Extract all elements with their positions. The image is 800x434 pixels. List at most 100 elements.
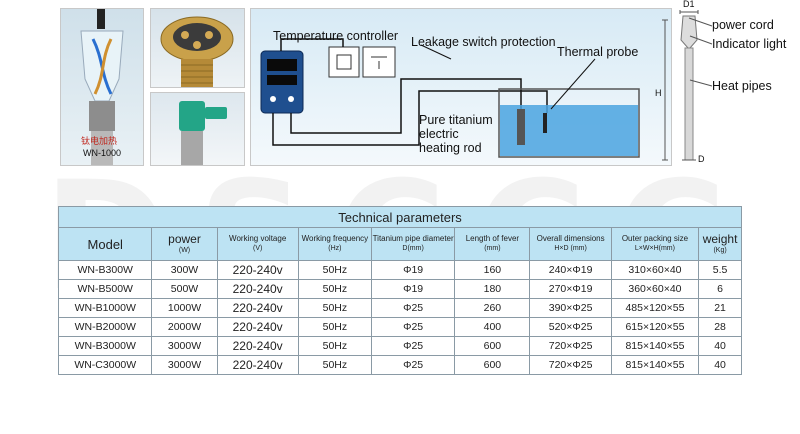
- table-cell: 485×120×55: [610, 298, 700, 318]
- table-cell: 220-240v: [216, 355, 299, 375]
- label-leakage-switch: Leakage switch protection: [411, 35, 556, 49]
- green-cap-illustration: [179, 101, 227, 165]
- table-cell: 220-240v: [216, 298, 299, 318]
- table-cell: 615×120×55: [610, 317, 700, 337]
- table-cell: 520×Φ25: [529, 317, 612, 337]
- column-header: Working frequency (Hz): [297, 227, 372, 261]
- table-cell: WN-B500W: [57, 279, 153, 299]
- column-header-label: Working voltage: [229, 234, 287, 243]
- brass-head-illustration: [160, 16, 234, 87]
- dimension-drawing: D1 H D power cord Indicator light Heat p…: [650, 0, 800, 170]
- table-cell: Φ19: [370, 279, 456, 299]
- table-cell: 720×Φ25: [529, 336, 612, 356]
- table-cell: 220-240v: [216, 279, 299, 299]
- table-cell: 220-240v: [216, 260, 299, 280]
- table-cell: 50Hz: [297, 336, 372, 356]
- table-cell: 720×Φ25: [529, 355, 612, 375]
- table-cell: 5.5: [698, 260, 742, 280]
- column-header-unit: (Hz): [328, 245, 342, 252]
- column-header-unit: (Kg): [713, 246, 727, 254]
- column-header: Working voltage (V): [216, 227, 299, 261]
- table-cell: 3000W: [151, 355, 218, 375]
- column-header-label: Model: [87, 236, 123, 252]
- column-header: weight(Kg): [698, 227, 742, 261]
- table-cell: 2000W: [151, 317, 218, 337]
- column-header-label: power: [168, 231, 201, 246]
- table-cell: 50Hz: [297, 279, 372, 299]
- table-cell: 300W: [151, 260, 218, 280]
- column-header-label: Outer packing size: [621, 234, 689, 243]
- table-cell: 21: [698, 298, 742, 318]
- table-cell: 310×60×40: [610, 260, 700, 280]
- table-cell: WN-B1000W: [57, 298, 153, 318]
- table-cell: 390×Φ25: [529, 298, 612, 318]
- table-header-row: Model power(W) Working voltage (V) Working f…: [57, 227, 742, 261]
- table-cell: 400: [454, 317, 531, 337]
- column-header-label: weight: [702, 231, 738, 246]
- table-cell: Φ25: [370, 355, 456, 375]
- label-heating-rod-2: electric: [419, 127, 459, 141]
- table-cell: 815×140×55: [610, 355, 700, 375]
- column-header-label: Length of fever: [465, 234, 520, 243]
- table-cell: WN-B300W: [57, 260, 153, 280]
- table-cell: 220-240v: [216, 317, 299, 337]
- column-header: power(W): [151, 227, 218, 261]
- table-cell: WN-B3000W: [57, 336, 153, 356]
- label-temperature-controller: Temperature controller: [273, 29, 399, 43]
- table-cell: Φ19: [370, 260, 456, 280]
- label-heating-rod-1: Pure titanium: [419, 113, 493, 127]
- green-cap-photo: [150, 92, 245, 166]
- label-indicator-light: Indicator light: [712, 37, 787, 51]
- table-cell: 180: [454, 279, 531, 299]
- table-cell: 160: [454, 260, 531, 280]
- table-cell: 360×60×40: [610, 279, 700, 299]
- column-header-label: Titanium pipe diameter: [372, 234, 454, 243]
- table-cell: 240×Φ19: [529, 260, 612, 280]
- table-cell: 600: [454, 336, 531, 356]
- column-header: Model: [57, 227, 153, 261]
- table-cell: WN-B2000W: [57, 317, 153, 337]
- dim-d1: D1: [683, 0, 695, 9]
- table-cell: 3000W: [151, 336, 218, 356]
- label-heat-pipes: Heat pipes: [712, 79, 772, 93]
- table-cell: 50Hz: [297, 260, 372, 280]
- column-header-unit: (mm): [484, 245, 501, 252]
- table-cell: Φ25: [370, 336, 456, 356]
- table-cell: 815×140×55: [610, 336, 700, 356]
- table-title: Technical parameters: [58, 206, 742, 228]
- table-cell: 260: [454, 298, 531, 318]
- table-cell: 220-240v: [216, 336, 299, 356]
- table-cell: 50Hz: [297, 317, 372, 337]
- column-header-unit: (W): [178, 246, 191, 254]
- heater-illustration: [80, 9, 124, 165]
- table-cell: 600: [454, 355, 531, 375]
- table-cell: 270×Φ19: [529, 279, 612, 299]
- label-thermal-probe: Thermal probe: [557, 45, 639, 59]
- column-header-unit: D(mm): [402, 245, 424, 252]
- table-cell: Φ25: [370, 298, 456, 318]
- table-cell: 40: [698, 336, 742, 356]
- column-header-unit: L×W×H(mm): [634, 245, 675, 252]
- column-header: Length of fever (mm): [454, 227, 531, 261]
- label-heating-rod-3: heating rod: [419, 141, 482, 155]
- label-power-cord: power cord: [712, 18, 774, 32]
- table-cell: 28: [698, 317, 742, 337]
- dim-h: H: [655, 88, 662, 98]
- table-cell: 1000W: [151, 298, 218, 318]
- heater-cn-label: 钛电加热: [81, 136, 118, 146]
- brass-head-photo: [150, 8, 245, 88]
- table-cell: 50Hz: [297, 298, 372, 318]
- table-cell: 40: [698, 355, 742, 375]
- connection-diagram: Temperature controller Leakage switch pr…: [250, 8, 672, 166]
- column-header-label: Working frequency: [301, 234, 369, 243]
- column-header-unit: (V): [252, 245, 263, 252]
